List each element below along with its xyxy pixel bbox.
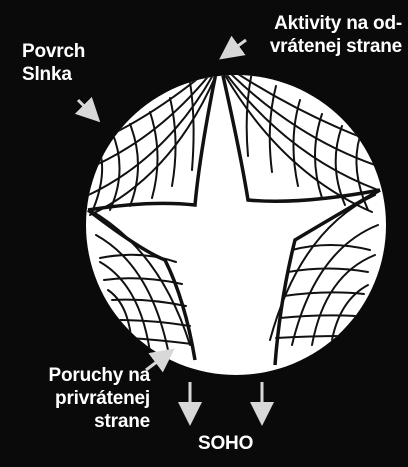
label-sun-surface-line-1: Povrch (22, 40, 85, 63)
label-far-side-line-2: vrátenej strane (266, 35, 402, 58)
arrow-surface (78, 100, 96, 118)
label-soho: SOHO (198, 432, 253, 455)
label-near-side-line-3: strane (20, 410, 150, 433)
label-sun-surface-line-2: Slnka (22, 63, 85, 86)
label-near-side-line-2: privrátenej (20, 387, 150, 410)
arrow-far-side (224, 40, 246, 56)
label-near-side-disturbances: Poruchy na privrátenej strane (20, 364, 150, 433)
label-sun-surface: Povrch Slnka (22, 40, 85, 86)
label-far-side-activity: Aktivity na od- vrátenej strane (266, 12, 402, 58)
label-near-side-line-1: Poruchy na (20, 364, 150, 387)
label-far-side-line-1: Aktivity na od- (266, 12, 402, 35)
